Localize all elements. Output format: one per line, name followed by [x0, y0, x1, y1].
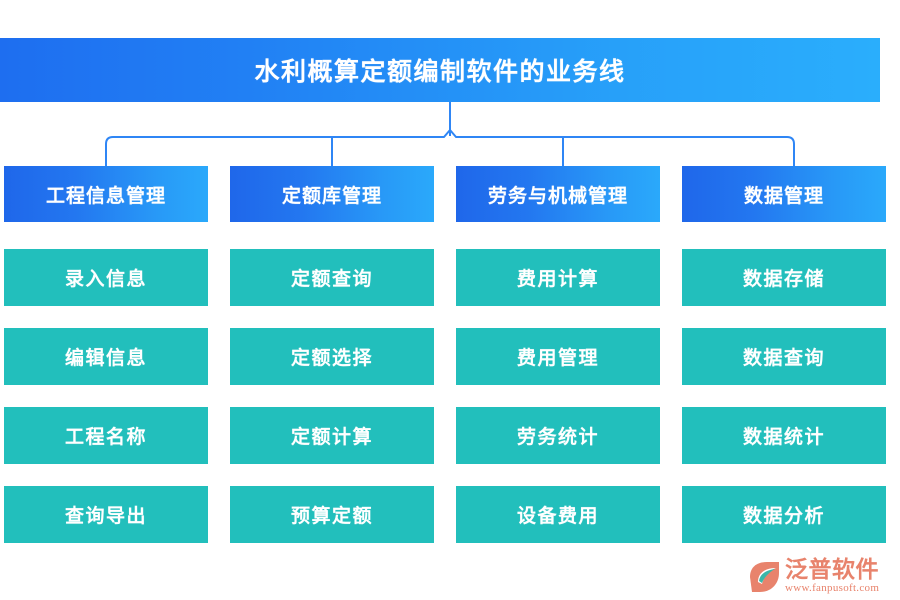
- leaf-node-3-1-label: 费用计算: [516, 269, 599, 290]
- leaf-node-4-1-label: 数据存储: [742, 269, 825, 290]
- leaf-node-2-1[interactable]: 定额查询: [230, 249, 434, 306]
- leaf-node-2-4-label: 预算定额: [290, 506, 373, 527]
- fanpu-logo: 泛普软件 www.fanpusoft.com: [748, 556, 896, 598]
- branch-head-2-label: 定额库管理: [281, 185, 382, 207]
- leaf-node-1-4-label: 查询导出: [64, 506, 147, 527]
- fanpu-logo-mark-icon: [750, 562, 779, 592]
- leaf-node-1-3-label: 工程名称: [64, 427, 147, 448]
- branch-head-3-label: 劳务与机械管理: [487, 185, 628, 207]
- diagram-title-banner: 水利概算定额编制软件的业务线: [0, 38, 880, 102]
- branch-head-4[interactable]: 数据管理: [682, 166, 886, 222]
- leaf-node-1-2-label: 编辑信息: [64, 348, 147, 369]
- branch-head-1[interactable]: 工程信息管理: [4, 166, 208, 222]
- leaf-node-4-3-label: 数据统计: [742, 427, 825, 448]
- connector-bracket: [105, 102, 795, 167]
- leaf-node-1-1-label: 录入信息: [64, 269, 147, 290]
- leaf-node-4-1[interactable]: 数据存储: [682, 249, 886, 306]
- columns-row: 工程信息管理 录入信息 编辑信息 工程名称 查询导出 定额库管理: [4, 166, 896, 543]
- column-data-management: 数据管理 数据存储 数据查询 数据统计 数据分析: [682, 166, 886, 543]
- leaf-node-3-3[interactable]: 劳务统计: [456, 407, 660, 464]
- column-quota-library: 定额库管理 定额查询 定额选择 定额计算 预算定额: [230, 166, 434, 543]
- fanpu-logo-texts: 泛普软件 www.fanpusoft.com: [785, 555, 880, 596]
- leaf-node-3-4[interactable]: 设备费用: [456, 486, 660, 543]
- leaf-node-4-4-label: 数据分析: [742, 506, 825, 527]
- leaf-node-4-4[interactable]: 数据分析: [682, 486, 886, 543]
- leaf-node-2-2-label: 定额选择: [290, 348, 373, 369]
- page-title: 水利概算定额编制软件的业务线: [254, 59, 626, 86]
- leaf-node-2-2[interactable]: 定额选择: [230, 328, 434, 385]
- branch-head-2[interactable]: 定额库管理: [230, 166, 434, 222]
- leaf-node-3-2-label: 费用管理: [516, 348, 599, 369]
- leaf-node-4-3[interactable]: 数据统计: [682, 407, 886, 464]
- leaf-node-3-4-label: 设备费用: [516, 506, 599, 527]
- leaf-node-3-3-label: 劳务统计: [516, 427, 599, 448]
- leaf-node-2-3-label: 定额计算: [290, 427, 373, 448]
- leaf-node-4-2[interactable]: 数据查询: [682, 328, 886, 385]
- leaf-node-2-3[interactable]: 定额计算: [230, 407, 434, 464]
- leaf-node-3-1[interactable]: 费用计算: [456, 249, 660, 306]
- columns-container: 工程信息管理 录入信息 编辑信息 工程名称 查询导出 定额库管理: [4, 166, 896, 543]
- leaf-node-2-1-label: 定额查询: [290, 269, 373, 290]
- leaf-node-1-2[interactable]: 编辑信息: [4, 328, 208, 385]
- leaf-node-2-4[interactable]: 预算定额: [230, 486, 434, 543]
- leaf-node-1-3[interactable]: 工程名称: [4, 407, 208, 464]
- branch-head-1-label: 工程信息管理: [45, 185, 166, 207]
- branch-head-3[interactable]: 劳务与机械管理: [456, 166, 660, 222]
- column-engineering-info: 工程信息管理 录入信息 编辑信息 工程名称 查询导出: [4, 166, 208, 543]
- leaf-node-1-1[interactable]: 录入信息: [4, 249, 208, 306]
- leaf-node-4-2-label: 数据查询: [742, 348, 825, 369]
- leaf-node-1-4[interactable]: 查询导出: [4, 486, 208, 543]
- fanpu-brand-name: 泛普软件: [785, 555, 879, 582]
- column-labor-machinery: 劳务与机械管理 费用计算 费用管理 劳务统计 设备费用: [456, 166, 660, 543]
- fanpu-website-url: www.fanpusoft.com: [785, 581, 880, 594]
- branch-head-4-label: 数据管理: [743, 185, 824, 207]
- leaf-node-3-2[interactable]: 费用管理: [456, 328, 660, 385]
